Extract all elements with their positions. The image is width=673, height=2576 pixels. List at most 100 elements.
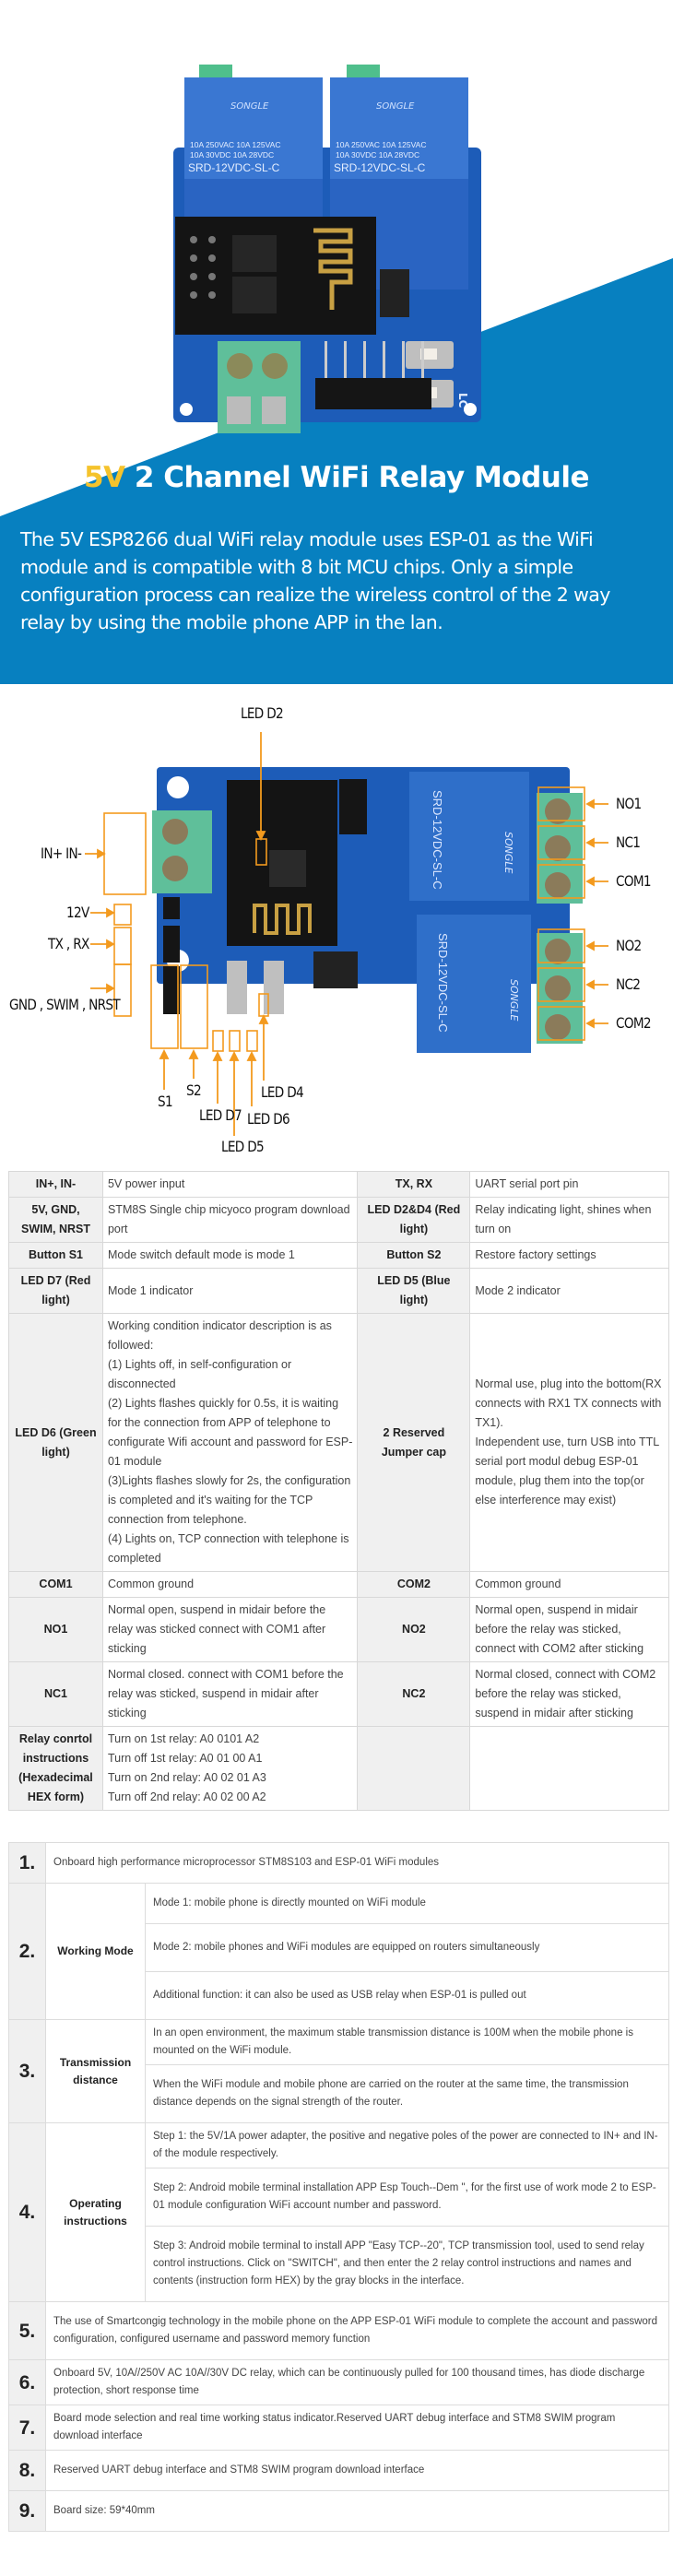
label-com2: COM2	[616, 1014, 652, 1032]
feature-subtext: Mode 2: mobile phones and WiFi modules a…	[145, 1923, 669, 1972]
pin-swim	[163, 966, 180, 1014]
relay-rating-1: 10A 250VAC 10A 125VAC	[336, 140, 426, 149]
table-row: IN+, IN- 5V power input TX, RX UART seri…	[8, 1171, 669, 1198]
relay-2: SONGLE 10A 250VAC 10A 125VAC 10A 30VDC 1…	[330, 65, 468, 290]
feature-row: Step 2: Android mobile terminal installa…	[9, 2168, 669, 2227]
spec-key: LED D7 (Red light)	[8, 1268, 103, 1314]
feature-row: 1. Onboard high performance microprocess…	[8, 1842, 669, 1884]
spec-value: Mode 1 indicator	[101, 1268, 359, 1314]
feature-number: 9.	[8, 2490, 46, 2532]
pinout-diagram: SRD-12VDC-SL-C SONGLE SRD-12VDC-SL-C SON…	[0, 684, 673, 1164]
relay-brand: SONGLE	[230, 101, 269, 112]
feature-text: The use of Smartcongig technology in the…	[45, 2301, 669, 2360]
spec-value: Normal closed, connect with COM2 before …	[469, 1661, 669, 1727]
relay-rating-1: 10A 250VAC 10A 125VAC	[190, 140, 280, 149]
jumper-cap	[339, 779, 367, 834]
spec-key: NC2	[357, 1661, 471, 1727]
label-s1: S1	[158, 1093, 173, 1110]
callout-arrows	[85, 732, 608, 1136]
mcu-chip	[380, 269, 409, 317]
relay-rating-2: 10A 30VDC 10A 28VDC	[190, 150, 274, 160]
mcu-chip	[313, 951, 358, 988]
spec-key: 2 Reserved Jumper cap	[357, 1313, 471, 1572]
relay-model: SRD-12VDC-SL-C	[436, 933, 450, 1033]
label-tx-rx: TX , RX	[48, 935, 89, 952]
feature-row: 6. Onboard 5V, 10A//250V AC 10A//30V DC …	[8, 2359, 669, 2405]
label-led-d4: LED D4	[261, 1083, 304, 1101]
table-row: Button S1 Mode switch default mode is mo…	[8, 1242, 669, 1269]
feature-subtext: When the WiFi module and mobile phone ar…	[145, 2064, 669, 2123]
board-mark: LC	[456, 393, 469, 408]
table-row: COM1 Common ground COM2 Common ground	[8, 1571, 669, 1598]
blue-diagonal-band	[0, 258, 673, 684]
hex-command: Turn off 2nd relay: A0 02 00 A2	[107, 1790, 266, 1803]
relay-1: SRD-12VDC-SL-C SONGLE	[409, 772, 529, 901]
spec-line: (3)Lights flashes slowly for 2s, the con…	[107, 1474, 351, 1526]
pin-12v	[163, 897, 180, 919]
feature-subtext: Step 2: Android mobile terminal installa…	[145, 2168, 669, 2227]
relay-brand: SONGLE	[502, 832, 514, 874]
feature-label: Working Mode	[45, 1883, 146, 2020]
label-nc1: NC1	[616, 833, 641, 851]
spec-line: (2) Lights flashes quickly for 0.5s, it …	[107, 1397, 353, 1468]
feature-row: 3. Transmission distance In an open envi…	[8, 2019, 669, 2123]
relay-rating-2: 10A 30VDC 10A 28VDC	[336, 150, 419, 160]
relay-module-photo: SONGLE 10A 250VAC 10A 125VAC 10A 30VDC 1…	[173, 65, 481, 433]
table-row: LED D7 (Red light) Mode 1 indicator LED …	[8, 1268, 669, 1314]
spec-value: Common ground	[101, 1571, 359, 1598]
bottom-spacer	[0, 2532, 673, 2541]
label-led-d6: LED D6	[247, 1110, 290, 1128]
hex-command: Turn on 1st relay: A0 0101 A2	[107, 1732, 260, 1745]
feature-row: 4. Operating instructions Step 1: the 5V…	[8, 2122, 669, 2302]
spec-key: LED D6 (Green light)	[8, 1313, 103, 1572]
label-led-d2: LED D2	[241, 704, 284, 722]
feature-table: 1. Onboard high performance microprocess…	[8, 1842, 669, 2532]
relay-brand: SONGLE	[376, 101, 415, 112]
spec-key: NC1	[8, 1661, 103, 1727]
label-gnd-swim-nrst: GND , SWIM , NRST	[9, 996, 121, 1013]
table-row: NO1 Normal open, suspend in midair befor…	[8, 1597, 669, 1662]
label-no1: NO1	[616, 795, 642, 812]
label-led-d5: LED D5	[221, 1138, 265, 1155]
table-row: LED D6 (Green light) Working condition i…	[8, 1313, 669, 1572]
label-led-d7: LED D7	[199, 1106, 242, 1124]
relay-model: SRD-12VDC-SL-C	[431, 790, 444, 890]
feature-subtext: Mode 1: mobile phone is directly mounted…	[145, 1883, 669, 1924]
product-title: 5V 2 Channel WiFi Relay Module	[0, 461, 673, 494]
spec-value: Normal use, plug into the bottom(RX conn…	[469, 1313, 669, 1572]
spec-value: UART serial port pin	[469, 1171, 669, 1198]
feature-row: 9. Board size: 59*40mm	[8, 2490, 669, 2532]
label-no2: NO2	[616, 937, 642, 954]
spec-line: Independent use, turn USB into TTL seria…	[475, 1436, 659, 1507]
output-terminals	[537, 793, 583, 1044]
spec-line: (1) Lights off, in self-configuration or…	[107, 1358, 292, 1390]
feature-text: Board size: 59*40mm	[45, 2490, 669, 2532]
spec-value: Mode switch default mode is mode 1	[101, 1242, 359, 1269]
relay-2: SRD-12VDC-SL-C SONGLE	[417, 915, 531, 1053]
label-s2: S2	[186, 1081, 202, 1099]
spec-value: Mode 2 indicator	[469, 1268, 669, 1314]
spec-value: Relay indicating light, shines when turn…	[469, 1197, 669, 1243]
spec-value: Normal open, suspend in midair before th…	[469, 1597, 669, 1662]
mount-hole	[464, 403, 477, 416]
hex-command: Turn on 2nd relay: A0 02 01 A3	[107, 1771, 266, 1784]
spec-key: COM2	[357, 1571, 471, 1598]
feature-number: 7.	[8, 2405, 46, 2451]
feature-number: 2.	[8, 1883, 46, 2020]
pin-header	[315, 341, 431, 409]
feature-row: Step 3: Android mobile terminal to insta…	[9, 2226, 669, 2302]
spec-value: Normal open, suspend in midair before th…	[101, 1597, 359, 1662]
feature-number: 5.	[8, 2301, 46, 2360]
spec-line: Working condition indicator description …	[107, 1319, 332, 1352]
table-row: 5V, GND, SWIM, NRST STM8S Single chip mi…	[8, 1197, 669, 1243]
button-s1	[227, 961, 247, 1014]
feature-row: 7. Board mode selection and real time wo…	[8, 2405, 669, 2451]
pin-spec-table: IN+, IN- 5V power input TX, RX UART seri…	[8, 1171, 669, 1811]
feature-number: 4.	[8, 2122, 46, 2302]
spec-value: STM8S Single chip micyoco program downlo…	[101, 1197, 359, 1243]
hero-banner: SONGLE 10A 250VAC 10A 125VAC 10A 30VDC 1…	[0, 0, 673, 684]
wifi-antenna	[253, 904, 312, 935]
spec-key: Relay conrtol instructions (Hexadecimal …	[8, 1726, 103, 1811]
title-text: 2 Channel WiFi Relay Module	[124, 461, 590, 494]
spec-line: (4) Lights on, TCP connection with telep…	[107, 1532, 349, 1565]
